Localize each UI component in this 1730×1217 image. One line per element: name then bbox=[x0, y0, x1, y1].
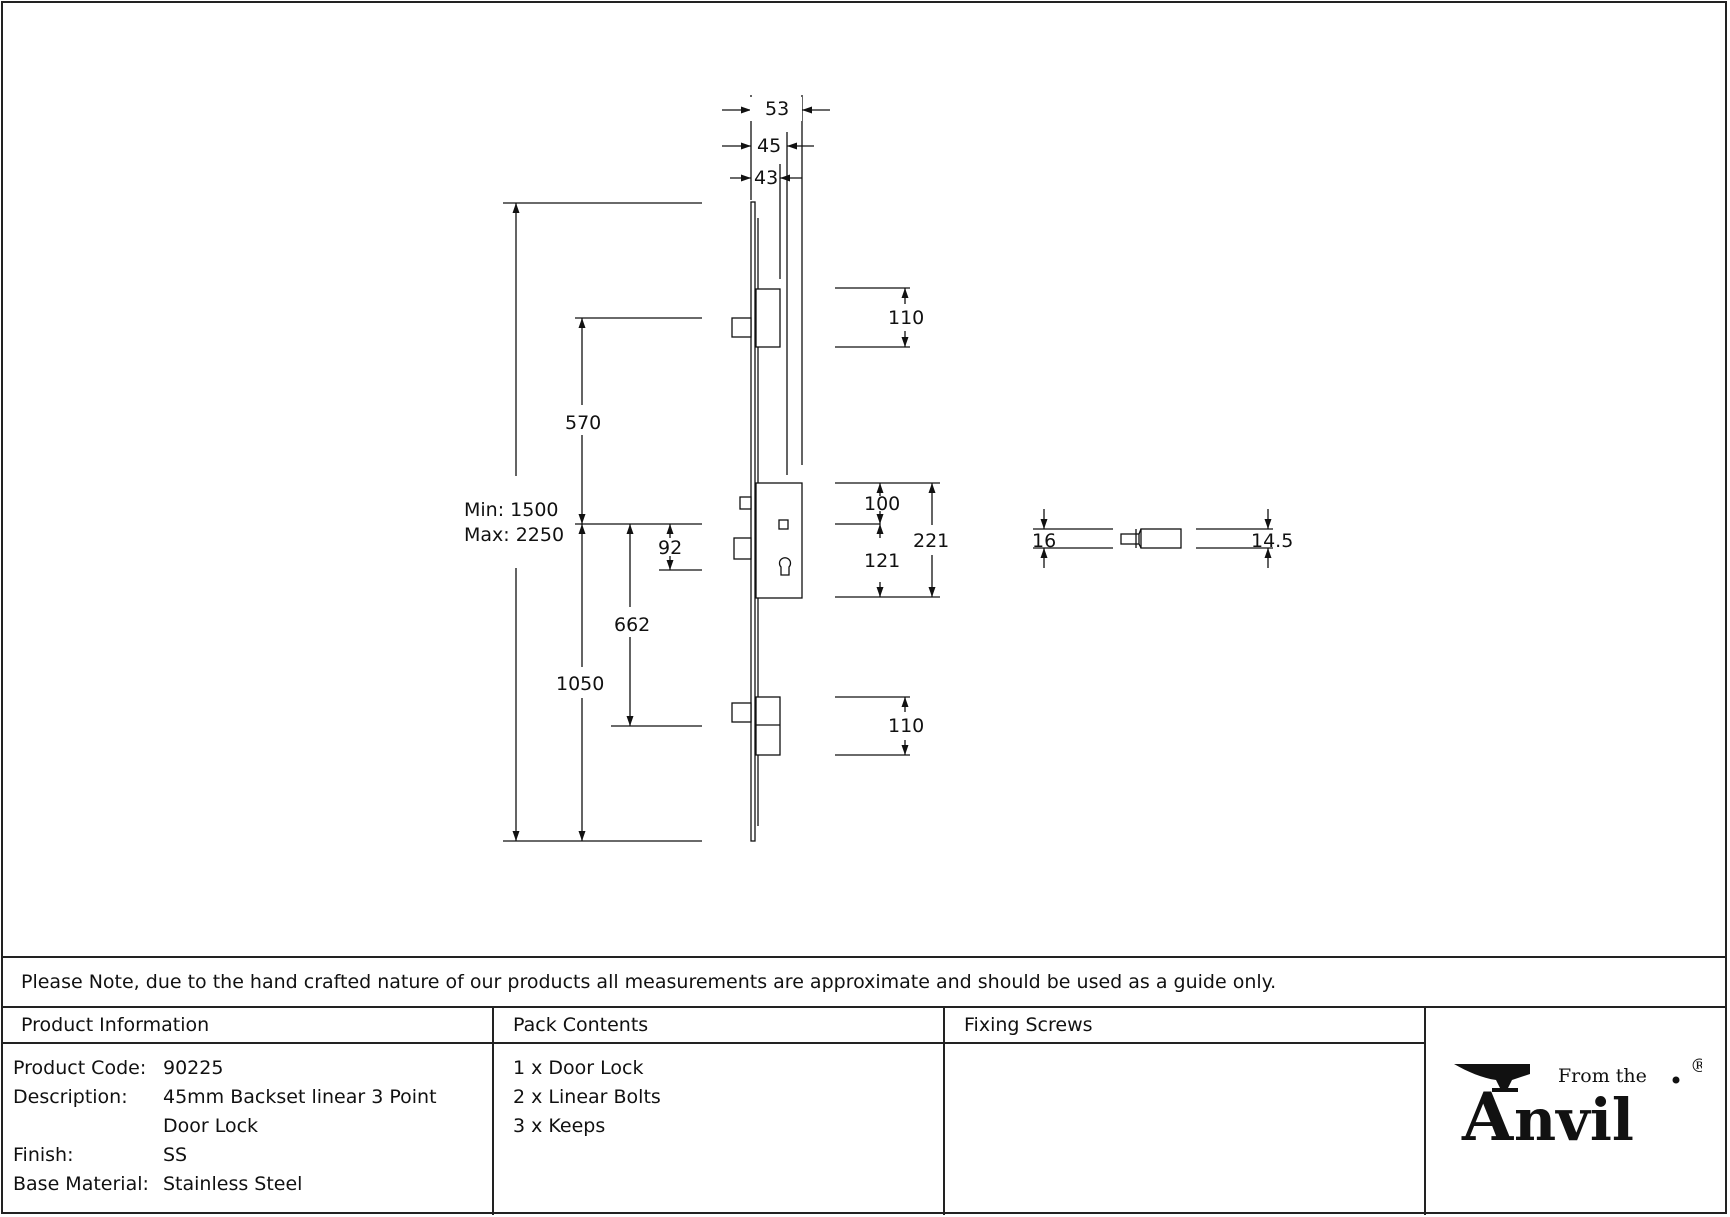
follower-spindle bbox=[778, 519, 789, 530]
dim-16: 16 bbox=[1032, 530, 1056, 552]
product-information-heading: Product Information bbox=[2, 1008, 492, 1044]
pack-contents-heading: Pack Contents bbox=[494, 1008, 943, 1044]
width-dimensions bbox=[722, 95, 830, 475]
info-value: Stainless Steel bbox=[163, 1173, 303, 1195]
dim-min-length: Min: 1500 bbox=[464, 499, 559, 521]
dim-43: 43 bbox=[754, 167, 778, 189]
info-value: SS bbox=[163, 1144, 188, 1166]
info-value: 90225 bbox=[163, 1057, 224, 1079]
info-value: 45mm Backset linear 3 Point bbox=[163, 1086, 437, 1108]
dim-662: 662 bbox=[614, 614, 650, 636]
lock-assembly bbox=[731, 201, 803, 842]
info-label: Description: bbox=[13, 1086, 128, 1108]
pack-item: 1 x Door Lock bbox=[513, 1057, 644, 1079]
info-label bbox=[13, 1112, 163, 1141]
fixing-screws-list bbox=[945, 1044, 1424, 1054]
dim-100: 100 bbox=[864, 493, 900, 515]
logo-registered: ® bbox=[1690, 1058, 1702, 1077]
anvil-logo: A nvil From the ® bbox=[1454, 1058, 1702, 1148]
dim-110-bottom: 110 bbox=[888, 715, 924, 737]
dim-1050: 1050 bbox=[556, 673, 604, 695]
dim-110-top: 110 bbox=[888, 307, 924, 329]
height-dimensions-left bbox=[503, 202, 702, 842]
dim-570: 570 bbox=[565, 412, 601, 434]
info-label: Base Material: bbox=[13, 1173, 149, 1195]
bottom-bolt bbox=[731, 702, 752, 723]
dim-45: 45 bbox=[757, 135, 781, 157]
logo-letter-a: A bbox=[1461, 1078, 1514, 1148]
pack-item: 2 x Linear Bolts bbox=[513, 1086, 661, 1108]
pack-contents-list: 1 x Door Lock 2 x Linear Bolts 3 x Keeps bbox=[494, 1044, 943, 1141]
info-label: Product Code: bbox=[13, 1057, 147, 1079]
fixing-screws-panel: Fixing Screws bbox=[945, 1008, 1426, 1215]
dim-53: 53 bbox=[765, 98, 789, 120]
measurement-note: Please Note, due to the hand crafted nat… bbox=[2, 956, 1726, 1008]
info-row: Finish: SS bbox=[2, 1141, 492, 1170]
faceplate bbox=[750, 201, 756, 842]
logo-from-text: From the bbox=[1558, 1065, 1647, 1087]
top-bolt bbox=[731, 317, 752, 338]
pack-item: 3 x Keeps bbox=[513, 1115, 606, 1137]
dim-221: 221 bbox=[913, 530, 949, 552]
logo-dot bbox=[1672, 1076, 1680, 1084]
fixing-screws-heading: Fixing Screws bbox=[945, 1008, 1424, 1044]
technical-drawing: 53 45 43 110 570 Min: 1500 Max: 2250 100… bbox=[464, 95, 1293, 842]
info-row: Description: 45mm Backset linear 3 Point bbox=[2, 1083, 492, 1112]
info-label: Finish: bbox=[13, 1144, 74, 1166]
bottom-bolt-case bbox=[755, 696, 781, 756]
pack-contents-panel: Pack Contents 1 x Door Lock 2 x Linear B… bbox=[494, 1008, 945, 1215]
info-row: Door Lock bbox=[2, 1112, 492, 1141]
dim-max-length: Max: 2250 bbox=[464, 524, 564, 546]
info-row: Base Material: Stainless Steel bbox=[2, 1170, 492, 1199]
latch bbox=[739, 496, 752, 510]
info-value: Door Lock bbox=[163, 1115, 259, 1137]
gearbox-case bbox=[755, 482, 803, 599]
logo-main-text: nvil bbox=[1514, 1086, 1634, 1148]
deadbolt bbox=[733, 537, 752, 560]
logo-panel: A nvil From the ® bbox=[1426, 1008, 1726, 1215]
side-profile bbox=[1033, 509, 1273, 568]
dim-14-5: 14.5 bbox=[1251, 530, 1293, 552]
dim-121: 121 bbox=[864, 550, 900, 572]
top-bolt-case bbox=[755, 288, 781, 348]
dim-92: 92 bbox=[658, 537, 682, 559]
info-row: Product Code: 90225 bbox=[2, 1054, 492, 1083]
euro-cylinder-hole bbox=[778, 557, 792, 576]
product-information-panel: Product Information Product Code: 90225 … bbox=[2, 1008, 494, 1215]
height-dimensions-right bbox=[835, 287, 940, 756]
dimension-labels: 53 45 43 110 570 Min: 1500 Max: 2250 100… bbox=[464, 97, 1293, 737]
anvil-icon bbox=[1454, 1064, 1530, 1092]
product-information-list: Product Code: 90225 Description: 45mm Ba… bbox=[2, 1044, 492, 1199]
